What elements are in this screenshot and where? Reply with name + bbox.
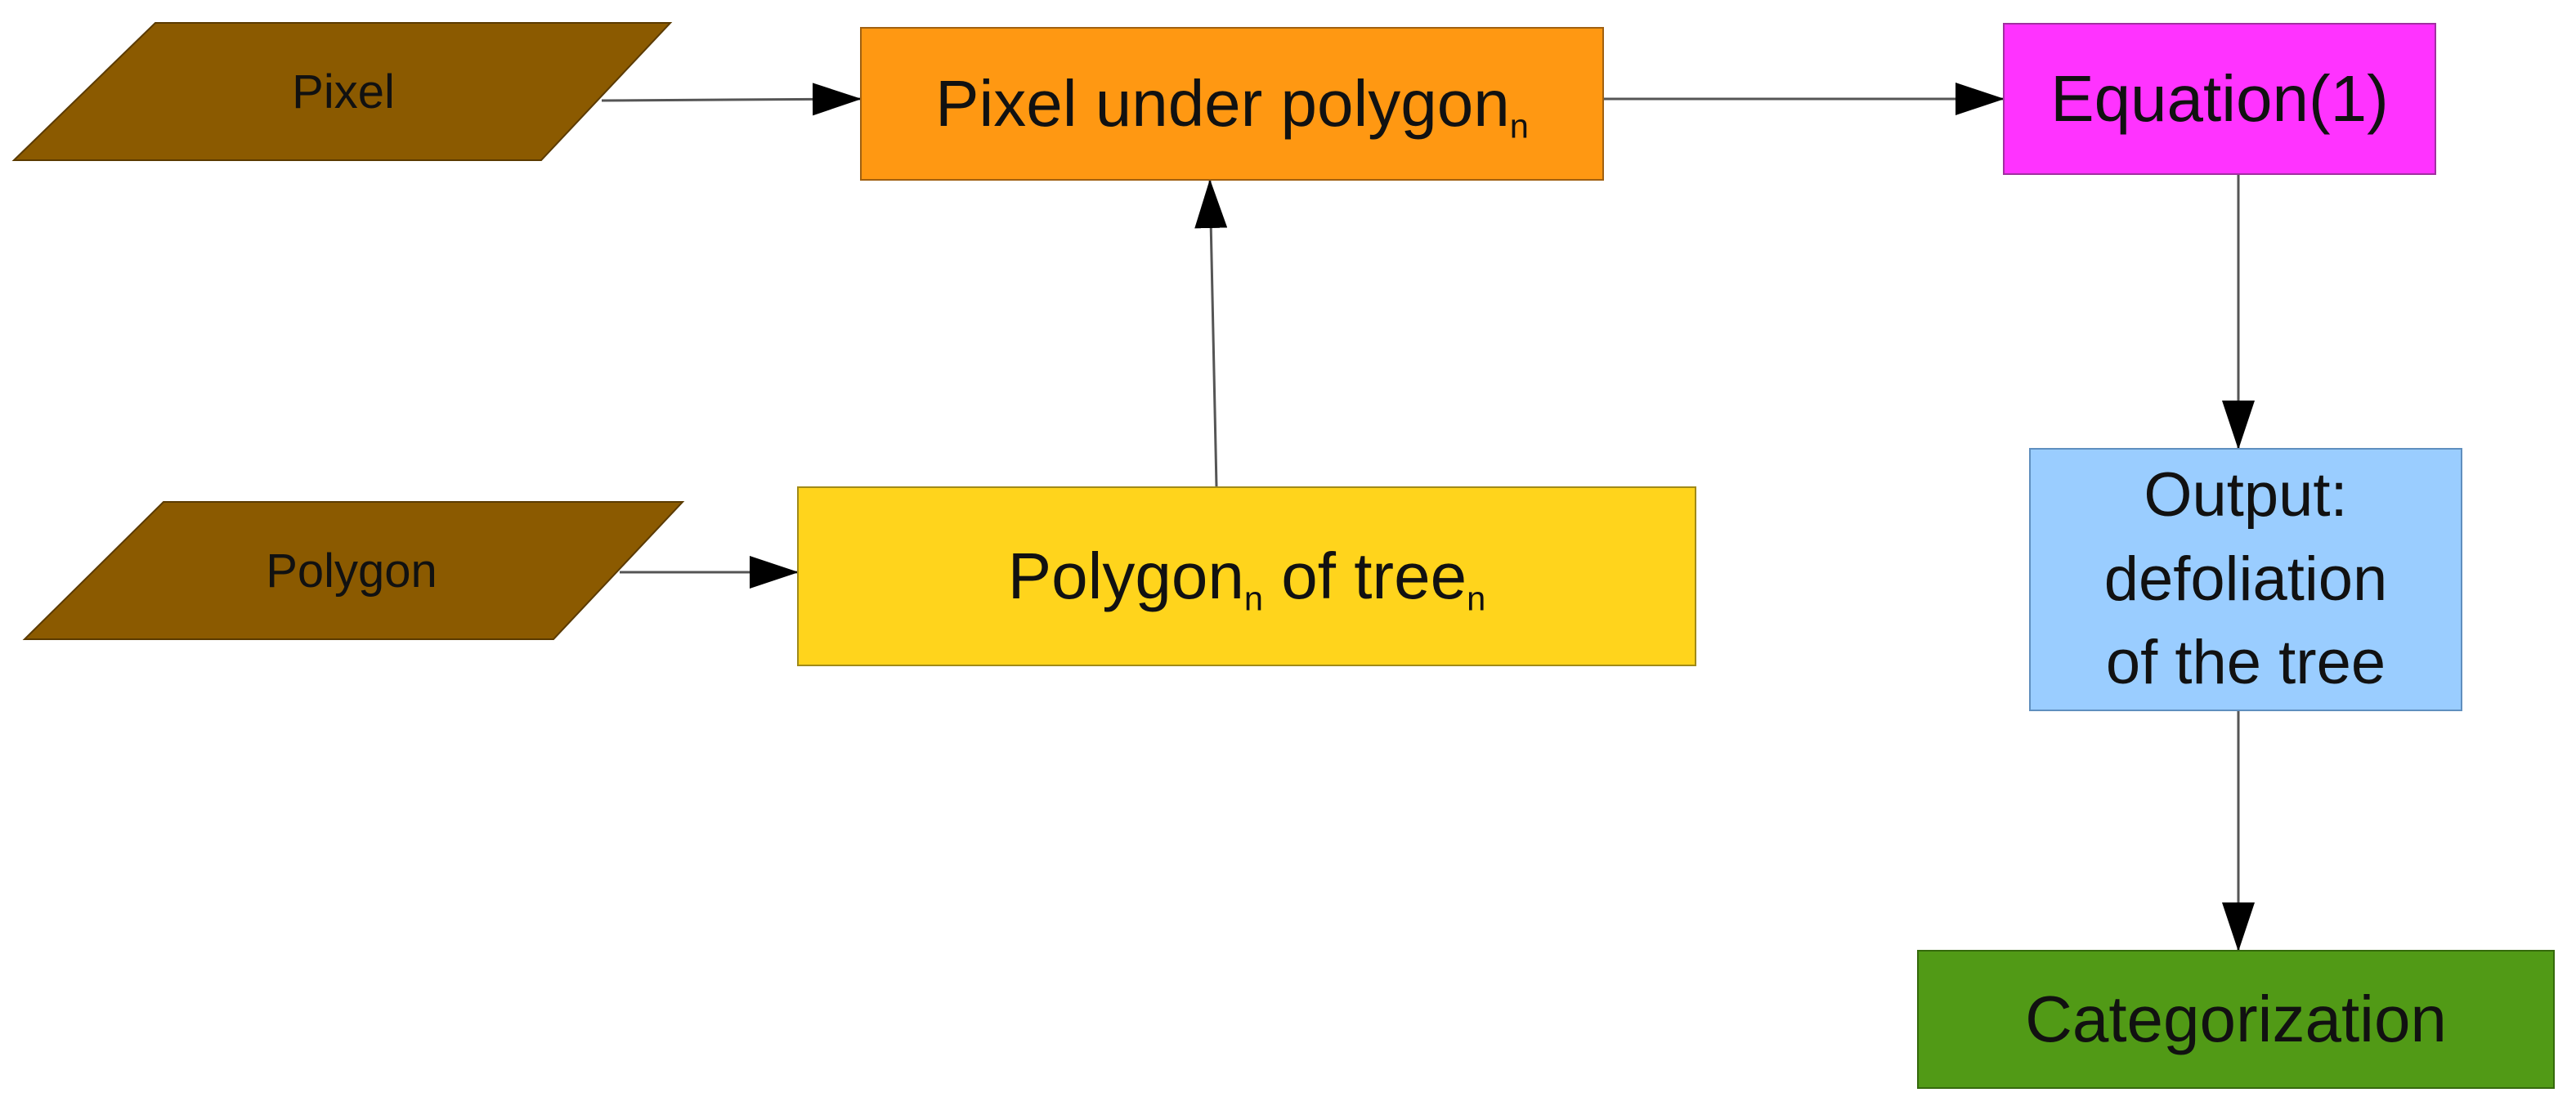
polygon-of-tree-box: Polygonn of treen	[797, 486, 1696, 666]
polygon-input-text: Polygon	[266, 544, 437, 598]
pixel-under-polygon-label: Pixel under polygonn	[935, 67, 1529, 146]
output-label: Output: defoliation of the tree	[2104, 454, 2388, 705]
polygon-of-tree-label: Polygonn of treen	[1007, 540, 1486, 618]
polygon-subscript: n	[1243, 579, 1264, 618]
output-line-1: Output:	[2144, 460, 2348, 531]
pixel-input-text: Pixel	[292, 65, 395, 119]
pixel-under-polygon-box: Pixel under polygonn	[860, 27, 1604, 181]
tree-subscript: n	[1467, 579, 1486, 618]
polygon-input-label: Polygon	[155, 502, 548, 639]
polygon-input-shape	[22, 501, 685, 640]
pixel-input-label: Pixel	[147, 23, 540, 160]
categorization-label: Categorization	[2025, 983, 2447, 1055]
output-line-3: of the tree	[2105, 628, 2386, 698]
arrow-pixel-to-pixel-under-polygon	[601, 83, 862, 116]
arrow-polygon-of-tree-to-pixel-under-polygon	[1194, 179, 1228, 487]
output-defoliation-box: Output: defoliation of the tree	[2029, 448, 2462, 711]
equation-label: Equation(1)	[2050, 62, 2389, 135]
categorization-box: Categorization	[1917, 950, 2555, 1089]
equation-box: Equation(1)	[2003, 23, 2436, 175]
pixel-under-polygon-subscript: n	[1509, 106, 1529, 146]
output-line-2: defoliation	[2103, 544, 2388, 614]
pixel-input-shape	[11, 22, 673, 161]
